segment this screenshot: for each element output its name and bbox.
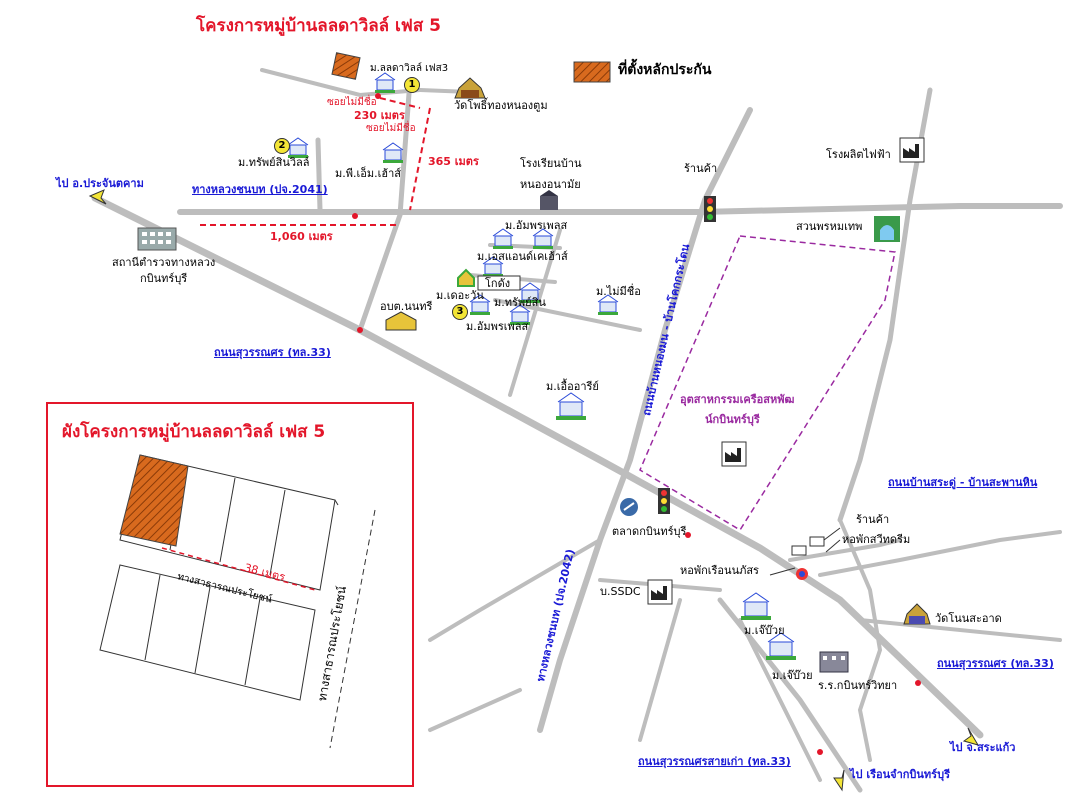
label-school-1: โรงเรียนบ้าน	[520, 157, 582, 170]
distance-230: 230 เมตร	[354, 109, 405, 122]
label-to-sakaeo: ไป จ.สระแก้ว	[950, 741, 1016, 754]
label-ampon-1: ม.อัมพรเพลส	[505, 219, 568, 232]
label-noname-village: ม.ไม่มีชื่อ	[596, 285, 641, 298]
gas-icon	[796, 568, 808, 580]
label-godown: โกดัง	[485, 277, 511, 290]
factory-icon-power	[899, 137, 925, 163]
label-soi-2: ซอยไม่มีชื่อ	[366, 123, 416, 134]
marker-3: 3	[452, 304, 468, 320]
label-school-2: หนองอนามัย	[520, 178, 581, 191]
highway-33	[91, 194, 984, 739]
arrow-to-sakaeo	[962, 727, 980, 746]
label-pm-house: ม.พี.เอ็ม.เฮ้าส์	[335, 167, 401, 180]
label-suwannason-old: ถนนสุวรรณศรสายเก่า (ทล.33)	[638, 755, 791, 768]
label-suwannason-1: ถนนสุวรรณศร (ทล.33)	[214, 346, 331, 359]
label-police-2: กบินทร์บุรี	[140, 272, 188, 285]
label-ampon-2: ม.อัมพรเพลส	[466, 320, 529, 333]
label-power-plant: โรงผลิตไฟฟ้า	[826, 148, 891, 161]
market-icon	[620, 498, 638, 516]
godown-box	[477, 275, 521, 291]
label-industry-2: น์กบินทร์บุรี	[705, 413, 760, 426]
house-icon-thedewan	[457, 268, 475, 287]
road-2041	[177, 203, 1063, 215]
label-jaewuay-1: ม.เจ๊บ๊วย	[744, 624, 785, 637]
inset-side-road	[329, 509, 376, 749]
legend-label: ที่ตั้งหลักประกัน	[618, 62, 712, 78]
factory-icon-industry	[721, 441, 747, 467]
inset-frame	[46, 402, 414, 787]
label-shop-1: ร้านค้า	[684, 162, 718, 175]
inset-collateral-plot	[119, 454, 189, 547]
police-station-icon	[137, 227, 177, 251]
distance-365: 365 เมตร	[428, 155, 479, 168]
label-temple-non: วัดโนนสะอาด	[935, 612, 1002, 625]
park-icon	[874, 216, 900, 242]
traffic-light-1	[704, 196, 716, 222]
temple-icon-non	[903, 603, 931, 625]
label-to-prison: ไป เรือนจำกบินทร์บุรี	[850, 768, 950, 781]
dist-230-line	[379, 97, 421, 109]
industrial-zone-boundary	[639, 235, 896, 532]
factory-icon-ssdc	[647, 579, 673, 605]
dist-365-line	[409, 107, 431, 211]
label-to-prachantakham: ไป อ.ประจันตคาม	[56, 177, 144, 190]
label-industry-1: อุตสาหกรรมเครือสหพัฒ	[680, 393, 795, 406]
label-shop-2: ร้านค้า	[856, 513, 890, 526]
label-sk-house: ม.เอสแอนด์เคเฮ้าส์	[477, 250, 568, 263]
label-road-sasadu: ถนนบ้านสระดู่ - บ้านสะพานหิน	[888, 476, 1038, 489]
school-icon-1	[540, 190, 558, 210]
label-dorm-napat: หอพักเรือนนภัสร	[680, 564, 759, 577]
inset-plan	[99, 454, 376, 749]
arrow-to-prison	[833, 769, 845, 792]
label-soi-1: ซอยไม่มีชื่อ	[327, 97, 377, 108]
distance-1060: 1,060 เมตร	[270, 230, 333, 243]
village-label-3: ม.ทรัพย์สิน	[494, 296, 546, 309]
label-obt: อบต.นนทรี	[380, 300, 433, 313]
legend-swatch	[573, 61, 611, 83]
obt-icon	[385, 311, 417, 331]
label-school-3: ร.ร.กบินทร์วิทยา	[818, 679, 898, 692]
inset-title: ผังโครงการหมู่บ้านลลดาวิลล์ เฟส 5	[62, 422, 326, 442]
collateral-location	[331, 52, 361, 80]
arrow-to-prachantakham	[88, 189, 107, 205]
marker-1: 1	[404, 77, 420, 93]
label-dorm-sweetdream: หอพักสวีทดรีม	[842, 533, 911, 546]
traffic-light-2	[658, 488, 670, 514]
village-label-2: ม.ทรัพย์สินวิลล์	[238, 156, 310, 169]
label-suwannason-2: ถนนสุวรรณศร (ทล.33)	[937, 657, 1054, 670]
label-thedewan: ม.เดอะวัน	[436, 289, 484, 302]
distance-lines	[200, 97, 431, 226]
marker-2: 2	[274, 138, 290, 154]
dorm-box-1	[791, 536, 825, 556]
label-police-1: สถานีตำรวจทางหลวง	[112, 256, 216, 269]
label-rural-2041: ทางหลวงชนบท (ปจ.2041)	[192, 183, 328, 196]
temple-icon-pho	[454, 77, 486, 99]
label-park: สวนพรหมเทพ	[796, 220, 863, 233]
page-title: โครงการหมู่บ้านลลดาวิลล์ เฟส 5	[196, 16, 441, 36]
label-jaewuay-2: ม.เจ๊บ๊วย	[772, 669, 813, 682]
label-market: ตลาดกบินทร์บุรี	[612, 525, 687, 538]
label-temple-pho: วัดโพธิ์ทองหนองตูม	[454, 99, 548, 112]
village-icons	[287, 72, 796, 660]
village-label-1: ม.ลลดาวิลล์ เฟส3	[370, 63, 449, 74]
label-euaaree: ม.เอื้ออารีย์	[546, 380, 599, 393]
school-icon-2	[819, 651, 849, 673]
label-ssdc: บ.SSDC	[600, 585, 641, 598]
